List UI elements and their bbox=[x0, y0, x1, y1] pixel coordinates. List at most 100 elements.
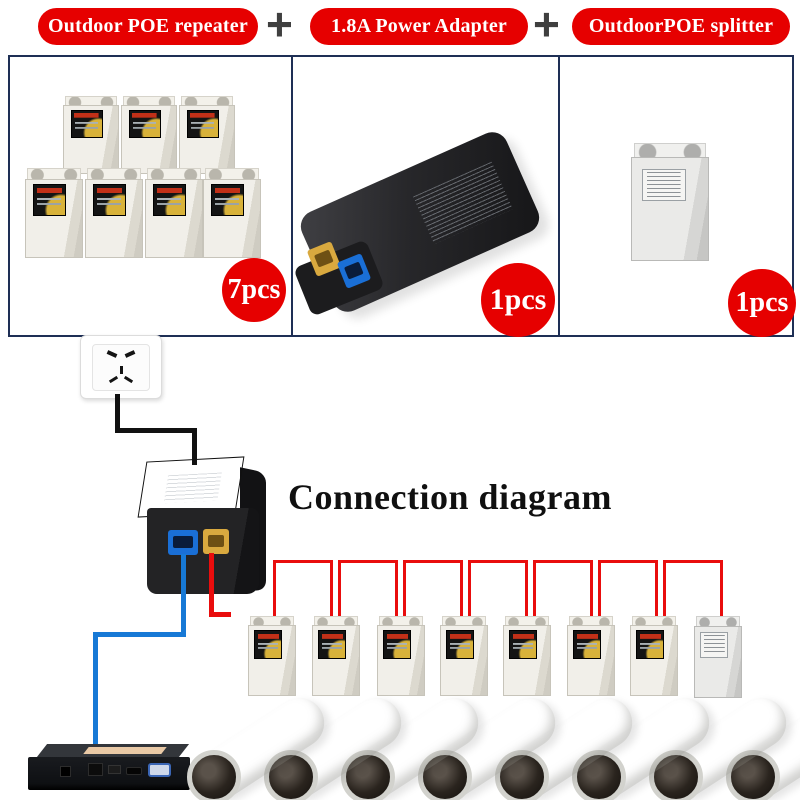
mount-bracket bbox=[65, 96, 117, 107]
rj45-pins bbox=[173, 536, 193, 548]
repeater-photo bbox=[145, 168, 203, 258]
poe-chain-wire bbox=[598, 560, 658, 623]
camera-lens bbox=[572, 750, 626, 800]
mount-bracket bbox=[504, 616, 550, 628]
mount-bracket bbox=[568, 616, 614, 628]
lan-wire bbox=[93, 632, 98, 767]
box-label bbox=[573, 630, 602, 659]
box-body bbox=[630, 625, 678, 696]
camera-lens bbox=[495, 750, 549, 800]
repeater-box bbox=[567, 616, 615, 696]
mount-bracket bbox=[249, 616, 295, 628]
ip-camera bbox=[258, 694, 426, 800]
rj45-pins bbox=[313, 249, 334, 268]
poe-chain-wire bbox=[533, 560, 593, 623]
camera-lens bbox=[341, 750, 395, 800]
plus-icon: + bbox=[533, 0, 560, 50]
power-wire bbox=[192, 428, 197, 465]
repeater-box bbox=[630, 616, 678, 696]
ip-camera bbox=[181, 694, 349, 800]
mount-bracket bbox=[378, 616, 424, 628]
repeater-box bbox=[377, 616, 425, 696]
repeater-box bbox=[248, 616, 296, 696]
lan-wire bbox=[93, 632, 186, 637]
lan-port-blue bbox=[168, 530, 198, 555]
box-label bbox=[92, 183, 127, 216]
poe-chain-wire bbox=[338, 560, 398, 623]
poe-wire bbox=[209, 553, 214, 617]
mount-bracket bbox=[205, 168, 259, 181]
box-label bbox=[152, 183, 187, 216]
repeater-photo bbox=[179, 96, 235, 174]
power-wire bbox=[115, 428, 197, 433]
lan-wire bbox=[181, 554, 186, 636]
box-label bbox=[509, 630, 538, 659]
product-label-splitter: OutdoorPOE splitter bbox=[572, 8, 790, 45]
repeater-box bbox=[312, 616, 360, 696]
product-label-repeater-text: Outdoor POE repeater bbox=[48, 15, 248, 37]
mount-bracket bbox=[27, 168, 81, 181]
mount-bracket bbox=[147, 168, 201, 181]
adapter-spec-label bbox=[413, 161, 513, 244]
poe-chain-wire bbox=[468, 560, 528, 623]
box-label bbox=[254, 630, 283, 659]
poe-port-yellow bbox=[203, 529, 229, 554]
mount-bracket bbox=[634, 143, 706, 160]
ip-camera bbox=[412, 694, 580, 800]
box-label bbox=[446, 630, 475, 659]
qty-badge-repeater: 7pcs bbox=[222, 258, 286, 322]
mount-bracket bbox=[441, 616, 487, 628]
mount-bracket bbox=[123, 96, 175, 107]
box-label bbox=[70, 109, 103, 138]
ip-camera bbox=[566, 694, 734, 800]
mount-bracket bbox=[631, 616, 677, 628]
qty-badge-adapter: 1pcs bbox=[481, 263, 555, 337]
mount-bracket bbox=[695, 616, 741, 628]
product-label-adapter: 1.8A Power Adapter bbox=[310, 8, 528, 45]
repeater-box bbox=[440, 616, 488, 696]
camera-lens bbox=[264, 750, 318, 800]
power-wire bbox=[115, 394, 120, 432]
box-label bbox=[700, 632, 729, 658]
nvr-usb-port bbox=[108, 765, 121, 774]
rj45-pins bbox=[343, 261, 364, 280]
connection-diagram-title: Connection diagram bbox=[288, 477, 612, 517]
box-label bbox=[32, 183, 67, 216]
nvr-power-port bbox=[60, 766, 71, 777]
qty-badge-splitter: 1pcs bbox=[728, 269, 796, 337]
socket-hole bbox=[120, 366, 123, 374]
poe-wire bbox=[209, 612, 231, 617]
panel-divider bbox=[558, 55, 560, 337]
repeater-photo bbox=[25, 168, 83, 258]
product-label-splitter-text: OutdoorPOE splitter bbox=[588, 15, 774, 37]
mount-bracket bbox=[313, 616, 359, 628]
camera-lens bbox=[187, 750, 241, 800]
nvr-sticker bbox=[83, 747, 167, 754]
poe-chain-wire bbox=[663, 560, 723, 623]
box-label bbox=[383, 630, 412, 659]
repeater-box bbox=[503, 616, 551, 696]
box-label bbox=[210, 183, 245, 216]
rj45-pins bbox=[207, 535, 225, 547]
splitter-box bbox=[694, 616, 742, 698]
wall-socket bbox=[80, 335, 162, 399]
poe-chain-wire bbox=[273, 560, 333, 623]
poe-chain-wire bbox=[403, 560, 463, 623]
ip-camera bbox=[335, 694, 503, 800]
nvr-vga-port bbox=[148, 763, 171, 777]
plus-icon: + bbox=[266, 0, 293, 50]
product-label-adapter-text: 1.8A Power Adapter bbox=[331, 15, 507, 37]
box-label bbox=[636, 630, 665, 659]
ip-camera bbox=[643, 694, 800, 800]
product-label-repeater: Outdoor POE repeater bbox=[38, 8, 258, 45]
nvr-hdmi-port bbox=[126, 767, 142, 775]
repeater-photo bbox=[203, 168, 261, 258]
repeater-photo bbox=[63, 96, 119, 174]
camera-lens bbox=[726, 750, 780, 800]
repeater-photo bbox=[121, 96, 177, 174]
repeater-photo bbox=[85, 168, 143, 258]
box-label bbox=[641, 168, 687, 201]
mount-bracket bbox=[87, 168, 141, 181]
camera-lens bbox=[418, 750, 472, 800]
